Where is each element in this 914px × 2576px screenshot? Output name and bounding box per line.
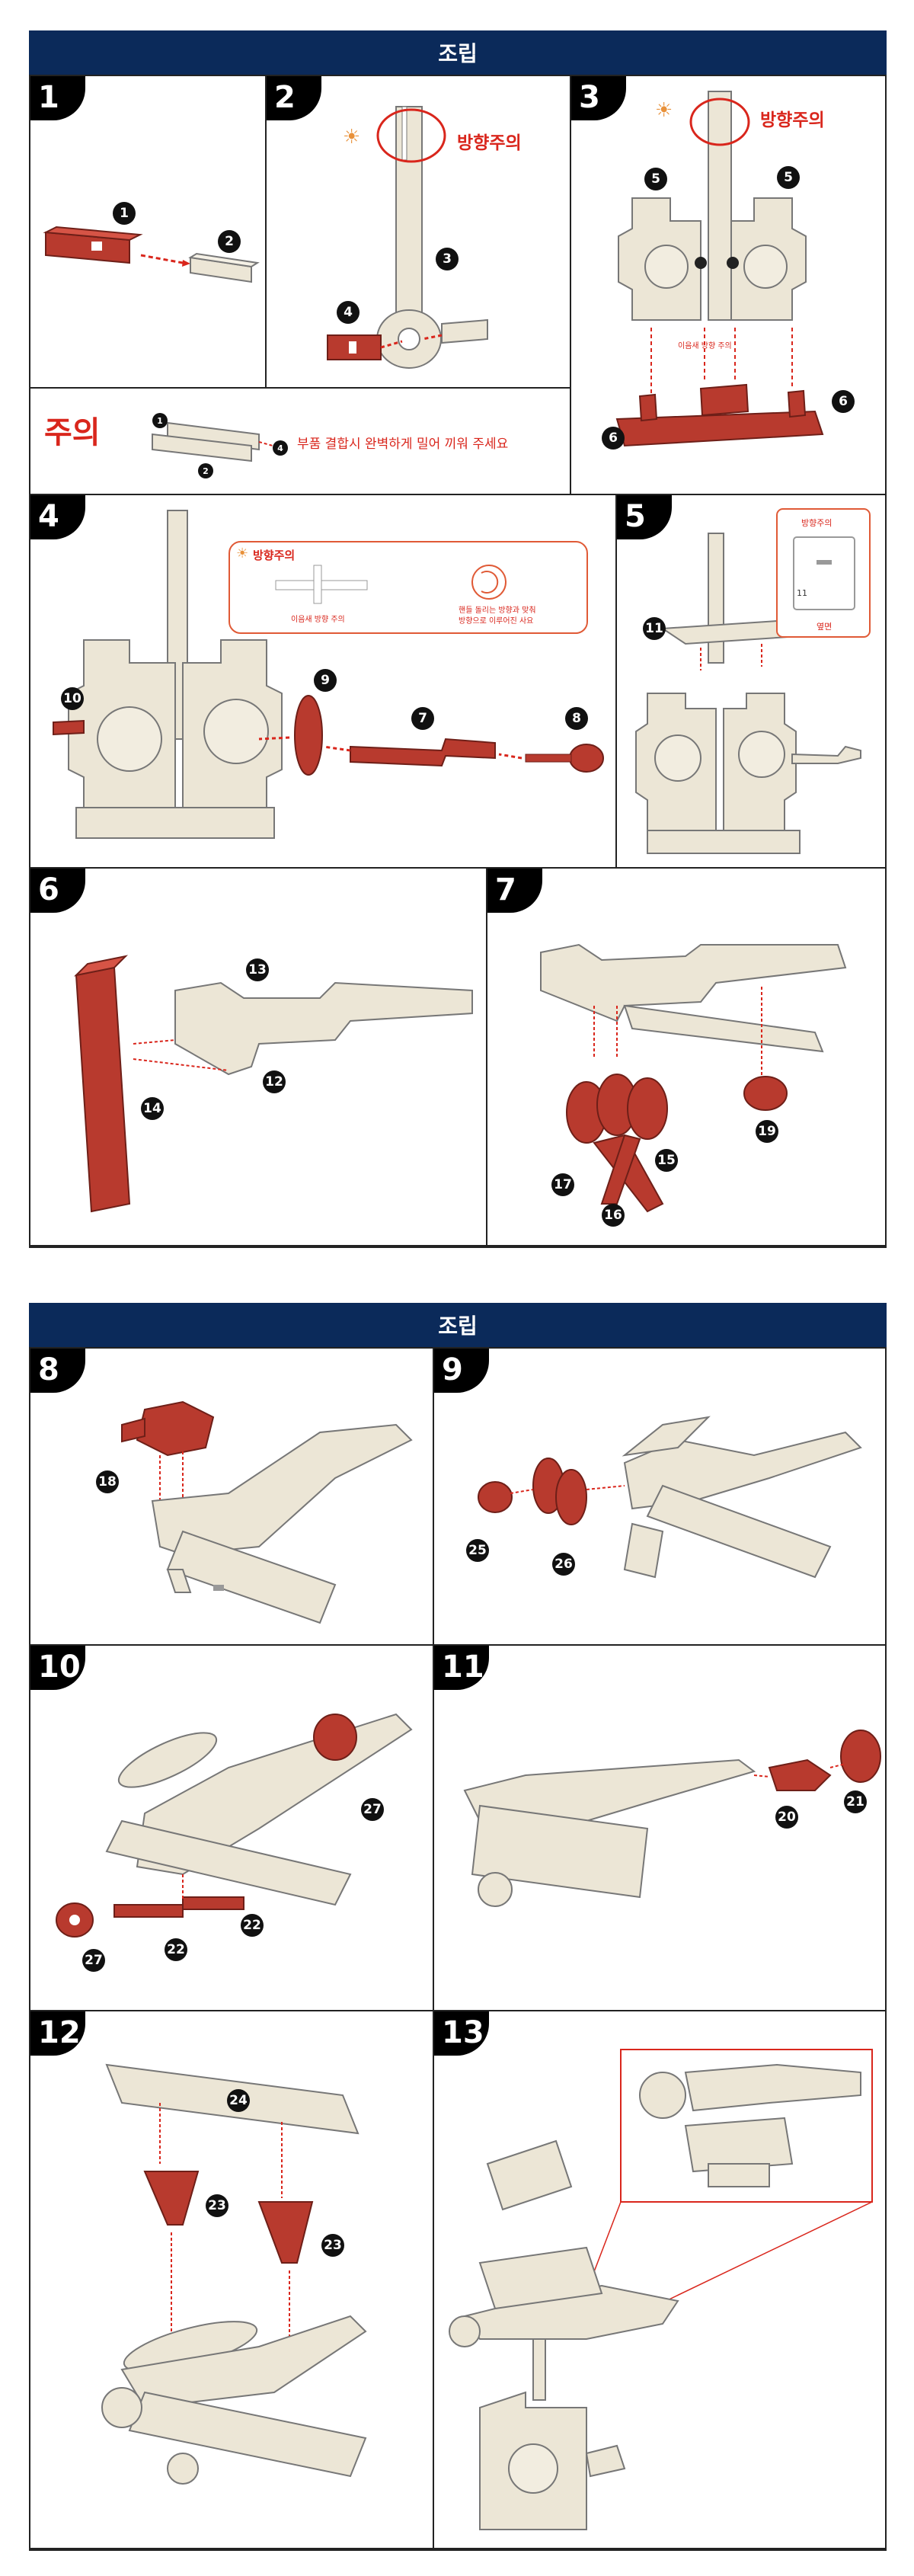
part-number-11: 11 xyxy=(643,617,666,640)
part-number-9: 9 xyxy=(314,669,337,692)
lightbulb-icon: ☀ xyxy=(236,546,249,562)
direction-note-diagram xyxy=(275,565,507,604)
caution-panel: 주의 1 2 4 부품 결합시 완벽하게 밀어 끼워 주세요 xyxy=(30,389,571,495)
step-13-illustration xyxy=(449,2049,873,2530)
mount-direction-note: 이음새 방향 주의 xyxy=(291,616,345,624)
part-number-5: 5 xyxy=(644,168,667,190)
caution-message: 부품 결합시 완벽하게 밀어 끼워 주세요 xyxy=(297,437,509,452)
part-number-6: 6 xyxy=(832,390,855,413)
step-5-panel: 5 방향주의 11 옆면 11 xyxy=(617,495,887,869)
part-number-5: 5 xyxy=(777,166,800,189)
step-10-illustration xyxy=(56,1713,413,1938)
step-9-illustration xyxy=(478,1416,862,1579)
direction-warning-label: 방향주의 xyxy=(760,110,825,130)
step-1-panel: 1 1 2 xyxy=(30,76,267,389)
header-title: 조립 xyxy=(438,41,478,66)
step-8-panel: 8 18 xyxy=(30,1349,434,1646)
step-4-panel: 4 ☀ 방향주의 이음새 방향 주의 핸들 돌리는 방향과 맞춰 방향으로 이루… xyxy=(30,495,617,869)
section-header-2: 조립 xyxy=(29,1303,887,1347)
step-10-panel: 10 27 22 22 27 xyxy=(30,1646,434,2011)
step-2-illustration xyxy=(327,106,488,369)
mount-direction-note: 이음새 방향 주의 xyxy=(678,342,732,350)
part-number-7: 7 xyxy=(411,707,434,730)
part-number-23: 23 xyxy=(206,2194,228,2217)
part-number-1: 1 xyxy=(113,202,136,225)
part-number-8: 8 xyxy=(565,707,588,730)
step-13-panel: 13 xyxy=(434,2011,887,2549)
step-11-badge: 11 xyxy=(434,1646,489,1690)
part-number-15: 15 xyxy=(655,1149,678,1172)
step-5-badge: 5 xyxy=(617,495,672,539)
step-11-illustration xyxy=(463,1730,881,1907)
step-6-illustration xyxy=(73,955,473,1213)
rotate-note-line-1: 핸들 돌리는 방향과 맞춰 xyxy=(459,606,536,615)
caution-illustration xyxy=(152,421,273,462)
step-12-panel: 12 24 23 23 xyxy=(30,2011,434,2549)
step-7-illustration xyxy=(540,943,847,1213)
part-number-3: 3 xyxy=(436,248,459,270)
step-2-panel: 2 ☀ 방향주의 3 4 xyxy=(267,76,571,389)
part-number-17: 17 xyxy=(551,1173,574,1196)
part-number-13: 13 xyxy=(246,958,269,981)
part-number-20: 20 xyxy=(775,1806,798,1829)
rotate-note-line-2: 방향으로 이루어진 사요 xyxy=(459,617,534,626)
direction-warning-label: 방향주의 xyxy=(801,518,833,528)
step-3-panel: 3 ☀ 방향주의 5 5 이음새 방향 주의 6 6 xyxy=(571,76,887,495)
step-6-panel: 6 13 12 14 xyxy=(30,869,487,1246)
part-number-21: 21 xyxy=(844,1790,867,1813)
part-number-24: 24 xyxy=(227,2089,250,2112)
part-number-27: 27 xyxy=(361,1798,384,1821)
part-11-label: 11 xyxy=(797,588,807,598)
step-12-badge: 12 xyxy=(30,2011,85,2056)
part-number-22: 22 xyxy=(165,1938,187,1961)
part-number-19: 19 xyxy=(756,1120,778,1143)
part-number-2: 2 xyxy=(198,463,213,478)
step-11-panel: 11 20 21 xyxy=(434,1646,887,2011)
part-number-6: 6 xyxy=(602,427,625,450)
part-number-23: 23 xyxy=(321,2234,344,2257)
step-13-badge: 13 xyxy=(434,2011,489,2056)
step-7-panel: 7 19 15 17 16 xyxy=(487,869,887,1246)
step-4-illustration xyxy=(53,510,604,839)
step-3-illustration xyxy=(615,91,824,447)
step-1-badge: 1 xyxy=(30,76,85,120)
direction-note-box: ☀ 방향주의 이음새 방향 주의 핸들 돌리는 방향과 맞춰 방향으로 이루어진… xyxy=(228,541,588,634)
part-number-12: 12 xyxy=(263,1070,286,1093)
step-8-illustration xyxy=(121,1400,413,1624)
part-number-10: 10 xyxy=(61,687,84,710)
side-view-label: 옆면 xyxy=(817,622,833,632)
step-1-illustration xyxy=(43,226,260,283)
step-10-badge: 10 xyxy=(30,1646,85,1690)
part-number-25: 25 xyxy=(466,1539,489,1562)
part-number-14: 14 xyxy=(141,1097,164,1120)
part-number-1: 1 xyxy=(152,413,168,428)
lightbulb-icon: ☀ xyxy=(655,99,673,122)
step-5-illustration xyxy=(635,508,871,854)
direction-warning-label: 방향주의 xyxy=(457,133,522,153)
part-number-26: 26 xyxy=(552,1553,575,1576)
part-number-2: 2 xyxy=(218,230,241,253)
part-number-22: 22 xyxy=(241,1914,264,1937)
part-number-4: 4 xyxy=(337,301,360,324)
step-9-panel: 9 25 26 xyxy=(434,1349,887,1646)
section-header-1: 조립 xyxy=(29,30,887,75)
part-number-16: 16 xyxy=(602,1204,625,1227)
header-title: 조립 xyxy=(438,1314,478,1339)
lightbulb-icon: ☀ xyxy=(343,126,361,149)
caution-label: 주의 xyxy=(44,415,101,450)
part-number-27: 27 xyxy=(82,1949,105,1972)
part-number-4: 4 xyxy=(273,440,288,456)
direction-warning-label: 방향주의 xyxy=(253,549,296,562)
part-number-18: 18 xyxy=(96,1470,119,1493)
